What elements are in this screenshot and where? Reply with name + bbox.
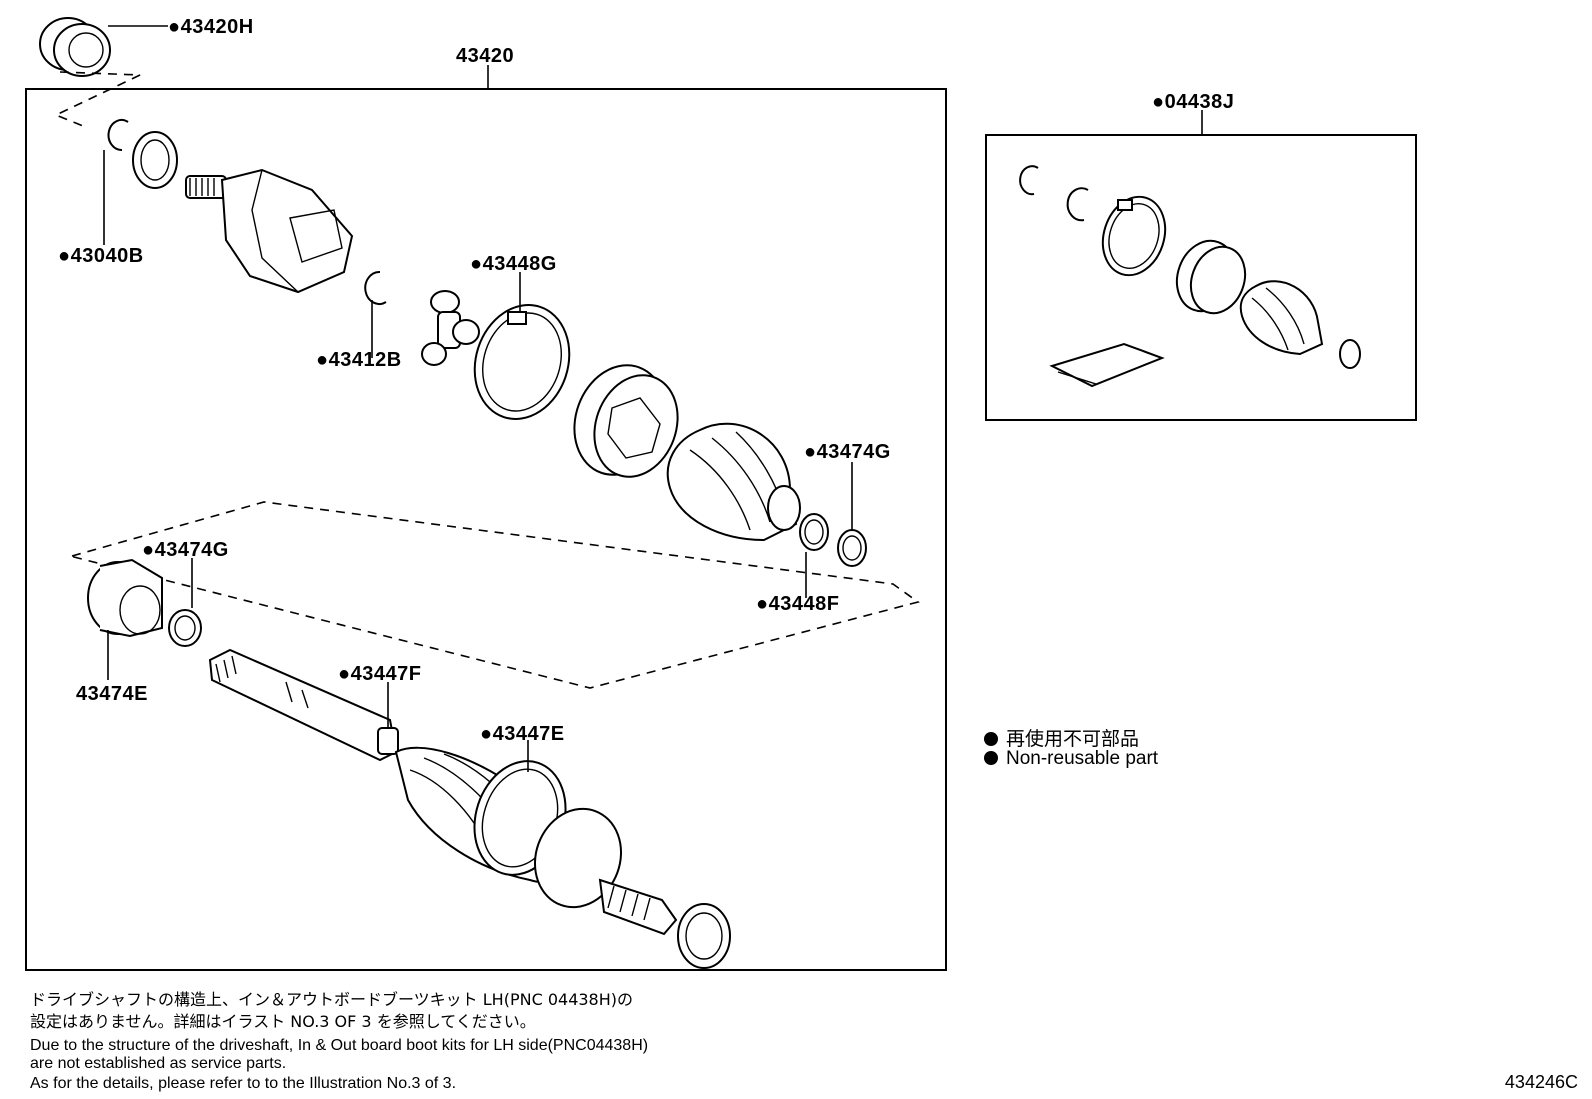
label-43474G-left[interactable]: ●43474G — [142, 539, 229, 561]
note-jp-line2: 設定はありません。詳細はイラスト NO.3 OF 3 を参照してください。 — [30, 1012, 536, 1031]
kit-boot[interactable] — [1239, 280, 1324, 356]
dynamic-damper-43474E[interactable] — [87, 558, 163, 638]
boot-clamp-43448F[interactable] — [799, 513, 829, 551]
dust-cover-43420H[interactable] — [39, 17, 111, 77]
kit-large-clamp[interactable] — [1093, 189, 1175, 284]
boot-clamp-43448G[interactable] — [460, 293, 583, 432]
non-reusable-dot-icon — [984, 751, 998, 765]
label-43474G-top[interactable]: ●43474G — [804, 441, 891, 463]
note-en-line2: are not established as service parts. — [30, 1055, 287, 1072]
snap-ring-43040B[interactable] — [107, 119, 129, 152]
non-reusable-dot-icon — [984, 732, 998, 746]
kit-snap-ring[interactable] — [1066, 187, 1089, 222]
label-43447F[interactable]: ●43447F — [338, 663, 421, 685]
label-43040B[interactable]: ●43040B — [58, 245, 144, 267]
seal-ring[interactable] — [132, 131, 178, 189]
inboard-boot[interactable] — [666, 422, 801, 542]
kit-joint-race[interactable] — [1167, 233, 1254, 321]
legend-jp: 再使用不可部品 — [984, 724, 1139, 751]
kit-snap-ring-small[interactable] — [1019, 165, 1039, 196]
legend-en: Non-reusable part — [984, 748, 1158, 770]
kit-box-04438J — [985, 134, 1417, 421]
label-43474E[interactable]: 43474E — [76, 683, 148, 705]
kit-grease-packet[interactable] — [1049, 342, 1165, 388]
boot-clamp-43447F[interactable] — [377, 727, 399, 755]
boot-clamp-43474G-left[interactable] — [168, 609, 202, 647]
legend-jp-text: 再使用不可部品 — [1006, 729, 1140, 750]
legend-en-text: Non-reusable part — [1006, 748, 1159, 769]
note-jp-line1: ドライブシャフトの構造上、イン＆アウトボードブーツキット LH(PNC 0443… — [30, 990, 634, 1009]
label-43448F[interactable]: ●43448F — [756, 593, 839, 615]
label-43412B[interactable]: ●43412B — [316, 349, 402, 371]
label-43447E[interactable]: ●43447E — [480, 723, 565, 745]
inboard-joint-housing[interactable] — [185, 168, 354, 294]
note-en-line3: As for the details, please refer to to t… — [30, 1075, 457, 1092]
outboard-seal[interactable] — [677, 903, 731, 969]
illustration-code: 434246C — [1504, 1072, 1578, 1092]
tripod-joint[interactable] — [421, 290, 480, 366]
note-en-line1: Due to the structure of the driveshaft, … — [30, 1037, 649, 1054]
inboard-joint-race[interactable] — [560, 352, 692, 488]
kit-small-clamp[interactable] — [1339, 339, 1361, 369]
label-43420H[interactable]: ●43420H — [168, 16, 254, 38]
label-43420[interactable]: 43420 — [456, 45, 514, 67]
outboard-joint[interactable] — [521, 797, 678, 936]
label-04438J[interactable]: ●04438J — [1152, 91, 1234, 113]
label-43448G[interactable]: ●43448G — [470, 253, 557, 275]
assembly-box-43420 — [25, 88, 947, 971]
snap-ring-43412B[interactable] — [364, 270, 387, 305]
boot-clamp-43474G-top[interactable] — [837, 529, 867, 567]
